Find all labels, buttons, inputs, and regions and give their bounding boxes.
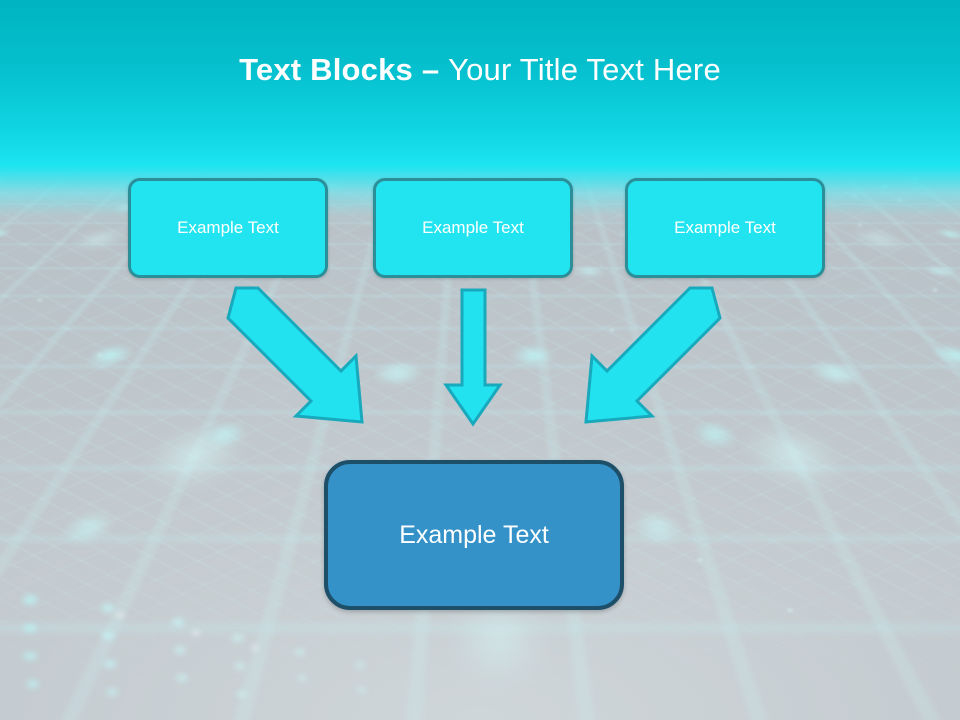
text-block-2[interactable]: Example Text [373, 178, 573, 278]
text-block-3[interactable]: Example Text [625, 178, 825, 278]
slide-title-separator: – [421, 52, 449, 87]
slide-title: Text Blocks – Your Title Text Here [0, 50, 960, 90]
result-block-label: Example Text [399, 521, 549, 549]
slide-title-light: Your Title Text Here [448, 52, 721, 87]
text-block-3-label: Example Text [674, 218, 776, 237]
text-block-1-label: Example Text [177, 218, 279, 237]
result-block[interactable]: Example Text [324, 460, 624, 610]
slide-title-strong: Text Blocks [239, 52, 422, 87]
text-block-2-label: Example Text [422, 218, 524, 237]
text-block-1[interactable]: Example Text [128, 178, 328, 278]
